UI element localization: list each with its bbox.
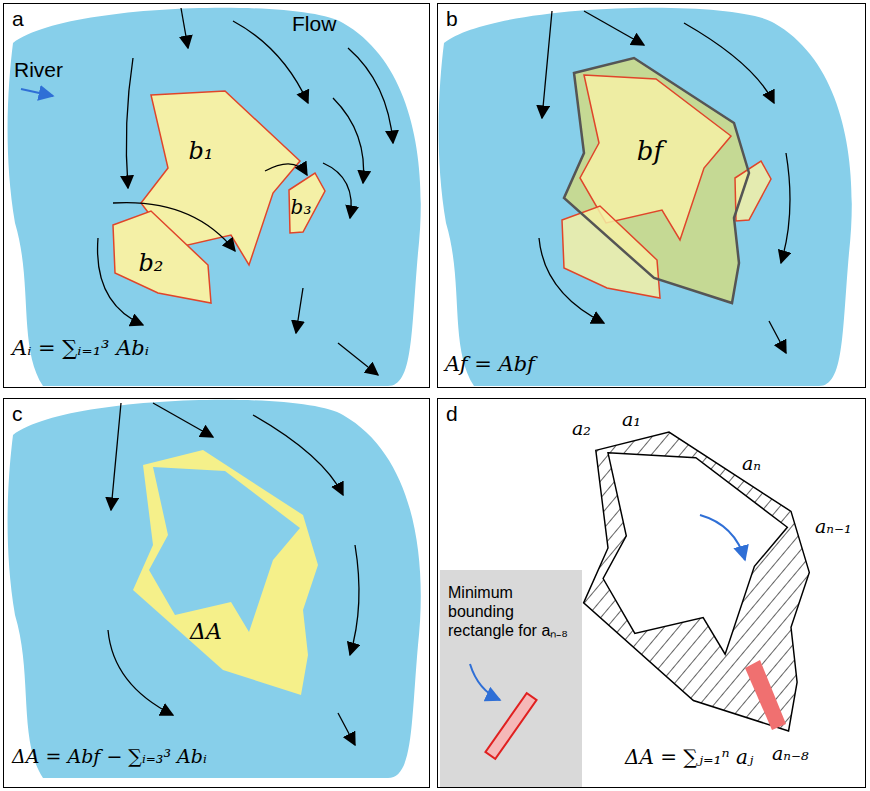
- region-label: b₁: [189, 138, 214, 164]
- region-label: ΔA: [190, 620, 222, 644]
- panel-letter: c: [12, 402, 23, 426]
- formula: ΔA = Abf − ∑ᵢ₌₃³ Abᵢ: [12, 745, 207, 767]
- river-label: River: [14, 58, 63, 82]
- flow-label: Flow: [292, 12, 336, 36]
- panel-frame: cΔA: [3, 398, 430, 788]
- region-polygon: b₃: [291, 196, 312, 218]
- segment-label: aₙ₋₈: [772, 742, 809, 764]
- region-polygon: bf: [637, 137, 663, 166]
- segment-label: a₂: [572, 417, 591, 439]
- formula: Af = Abf: [445, 352, 535, 376]
- formula: Aᵢ = ∑ᵢ₌₁³ Abᵢ: [12, 336, 149, 360]
- panel-frame: b bf: [437, 3, 866, 388]
- region-polygon: b₁: [189, 138, 214, 164]
- panel-frame: dMinimum bounding rectangle for aₙ₋₈: [437, 398, 866, 788]
- region-label: bf: [637, 137, 663, 166]
- panel-letter: b: [446, 7, 458, 31]
- panel-letter: a: [12, 7, 24, 31]
- callout-box: Minimum bounding rectangle for aₙ₋₈: [444, 579, 578, 679]
- region-polygon: b₂: [139, 250, 164, 276]
- segment-label: a₁: [622, 408, 641, 430]
- region-polygon: ΔA: [190, 620, 222, 644]
- formula: ΔA = ∑ⱼ₌₁ⁿ aⱼ: [625, 745, 753, 769]
- segment-label: aₙ₋₁: [815, 515, 852, 537]
- region-label: b₃: [291, 196, 312, 218]
- region-label: b₂: [139, 250, 164, 276]
- panel-frame: a b₁ b₂ b₃: [3, 3, 430, 388]
- note-text: Minimum bounding rectangle for aₙ₋₈: [448, 583, 574, 641]
- panel-letter: d: [446, 402, 458, 426]
- segment-label: aₙ: [742, 452, 761, 474]
